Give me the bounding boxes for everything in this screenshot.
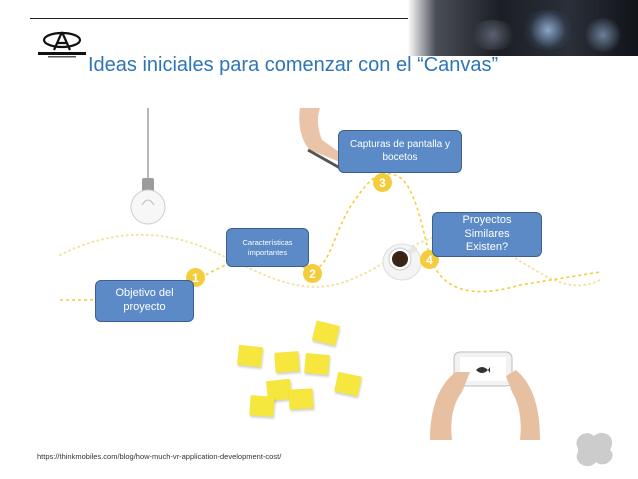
background-wave [59, 233, 601, 288]
step-box-proyectos: Proyectos Similares Existen? [432, 212, 542, 257]
step-label-caracteristicas: Características importantes [242, 238, 293, 257]
watermark-icon [576, 432, 613, 467]
step-label-capturas: Capturas de pantalla y bocetos [349, 139, 451, 163]
hand-pen-icon [299, 108, 345, 170]
step-label-objetivo: Objetivo del proyecto [115, 287, 174, 313]
step-label-proyectos: Proyectos Similares Existen? [462, 213, 512, 254]
step-number-3: 3 [373, 173, 392, 192]
lightbulb-icon [130, 108, 166, 225]
source-link[interactable]: https://thinkmobiles.com/blog/how-much-v… [37, 452, 282, 461]
sticky-note-icon [274, 351, 300, 373]
header-banner-image [408, 0, 638, 56]
hands-phone-icon [430, 351, 540, 440]
logo-icon [38, 31, 86, 58]
sticky-note-icon [288, 388, 314, 410]
sticky-note-icon [304, 352, 330, 376]
step-box-caracteristicas: Características importantes [226, 228, 309, 267]
step-number-2: 2 [303, 264, 322, 283]
coffee-cup-icon [382, 243, 422, 281]
slide-title: Ideas iniciales para comenzar con el “Ca… [88, 54, 499, 76]
sticky-note-icon [237, 344, 263, 368]
step-box-capturas: Capturas de pantalla y bocetos [338, 130, 462, 173]
step-box-objetivo: Objetivo del proyecto [95, 280, 194, 322]
header-rule [30, 18, 408, 19]
sticky-note-icon [249, 395, 275, 417]
